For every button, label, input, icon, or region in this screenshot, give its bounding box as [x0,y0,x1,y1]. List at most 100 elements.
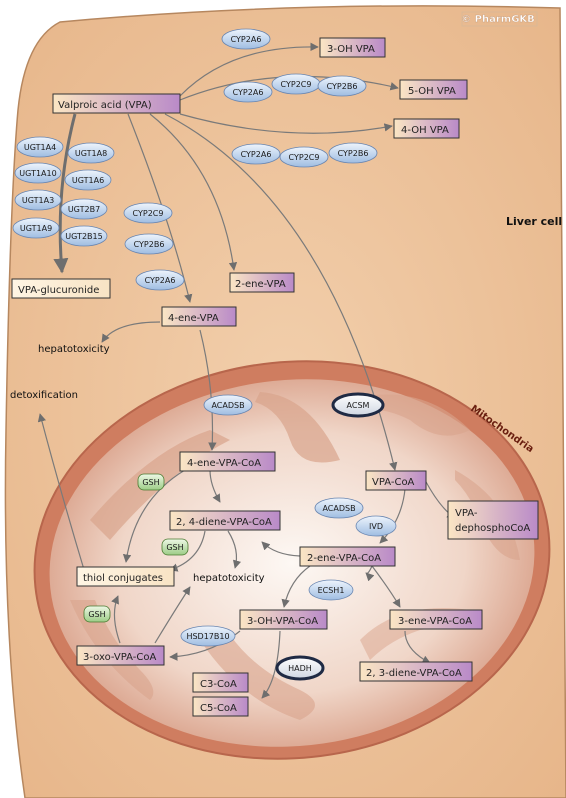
enzyme-acadsb[interactable]: ACADSB [314,497,364,519]
enzyme-cyp2c9[interactable]: CYP2C9 [279,146,329,168]
enzyme-cyp2a6[interactable]: CYP2A6 [221,28,271,50]
enzyme-acsm[interactable]: ACSM [331,392,385,418]
svg-text:2-ene-VPA: 2-ene-VPA [235,279,286,290]
enzyme-ugt2b7[interactable]: UGT2B7 [60,198,108,220]
svg-text:ACADSB: ACADSB [211,401,244,410]
enzyme-cyp2c9[interactable]: CYP2C9 [271,73,321,95]
svg-text:UGT1A3: UGT1A3 [22,196,54,205]
compound-2-3-diene-vpa-coa[interactable]: 2, 3-diene-VPA-CoA [359,661,473,682]
enzyme-ugt1a10[interactable]: UGT1A10 [14,162,62,184]
svg-text:HADH: HADH [288,664,312,673]
compound-vpa-glucuronide[interactable]: VPA-glucuronide [11,278,111,299]
enzyme-ugt1a3[interactable]: UGT1A3 [14,189,62,211]
svg-text:GSH: GSH [88,610,105,619]
svg-text:C5-CoA: C5-CoA [200,703,237,714]
compound-3-oh-vpa[interactable]: 3-OH VPA [319,37,386,58]
svg-text:UGT1A9: UGT1A9 [20,224,52,233]
compound-2-4-diene-vpa-coa[interactable]: 2, 4-diene-VPA-CoA [169,510,281,531]
svg-text:dephosphoCoA: dephosphoCoA [455,523,530,534]
compound-thiol-conjugates[interactable]: thiol conjugates [76,566,175,587]
svg-text:ACADSB: ACADSB [322,504,355,513]
svg-text:VPA-: VPA- [455,508,478,519]
compound-c5-coa[interactable]: C5-CoA [192,696,249,717]
compound-vpa-coa[interactable]: VPA-CoA [365,470,427,491]
cofactor-gsh[interactable]: GSH [83,605,111,623]
compound-4-ene-vpa[interactable]: 4-ene-VPA [161,306,237,327]
svg-text:CYP2A6: CYP2A6 [145,276,176,285]
svg-text:CYP2A6: CYP2A6 [241,150,272,159]
svg-text:C3-CoA: C3-CoA [200,679,237,690]
crista [255,392,340,463]
svg-text:IVD: IVD [369,522,383,531]
enzyme-cyp2b6[interactable]: CYP2B6 [317,75,367,97]
enzyme-cyp2a6[interactable]: CYP2A6 [135,269,185,291]
svg-text:CYP2B6: CYP2B6 [338,149,369,158]
compound-3-oxo-vpa-coa[interactable]: 3-oxo-VPA-CoA [76,645,165,666]
compound-5-oh-vpa[interactable]: 5-OH VPA [399,79,468,100]
svg-text:3-ene-VPA-CoA: 3-ene-VPA-CoA [398,616,472,627]
watermark: © PharmGKB [461,14,535,25]
svg-text:CYP2A6: CYP2A6 [233,88,264,97]
enzyme-cyp2a6[interactable]: CYP2A6 [223,81,273,103]
svg-text:UGT1A10: UGT1A10 [19,169,56,178]
svg-text:4-ene-VPA: 4-ene-VPA [168,313,219,324]
compound-3-ene-vpa-coa[interactable]: 3-ene-VPA-CoA [389,609,483,630]
enzyme-ugt1a6[interactable]: UGT1A6 [64,169,112,191]
svg-text:CYP2C9: CYP2C9 [289,153,320,162]
cofactor-gsh[interactable]: GSH [161,538,189,556]
svg-text:CYP2B6: CYP2B6 [327,82,358,91]
enzyme-ivd[interactable]: IVD [355,515,397,537]
svg-text:UGT1A4: UGT1A4 [24,143,56,152]
svg-text:3-OH-VPA-CoA: 3-OH-VPA-CoA [247,616,318,627]
svg-text:GSH: GSH [142,478,159,487]
enzyme-acadsb[interactable]: ACADSB [203,394,253,416]
crista [200,635,315,720]
enzyme-ugt1a9[interactable]: UGT1A9 [12,217,60,239]
svg-text:2, 3-diene-VPA-CoA: 2, 3-diene-VPA-CoA [366,668,462,679]
crista [375,394,470,436]
enzyme-hadh[interactable]: HADH [275,655,325,681]
svg-text:UGT2B15: UGT2B15 [65,232,102,241]
svg-text:VPA-glucuronide: VPA-glucuronide [18,285,99,296]
svg-text:3-OH VPA: 3-OH VPA [327,44,375,55]
detoxification-label: detoxification [10,390,78,401]
compound-3-oh-vpa-coa[interactable]: 3-OH-VPA-CoA [239,609,328,630]
enzyme-cyp2a6[interactable]: CYP2A6 [231,143,281,165]
compound-2-ene-vpa[interactable]: 2-ene-VPA [229,272,295,293]
svg-text:2-ene-VPA-CoA: 2-ene-VPA-CoA [307,553,381,564]
enzyme-cyp2c9[interactable]: CYP2C9 [123,202,173,224]
hepatotoxicity-label-1: hepatotoxicity [38,344,110,355]
compound-2-ene-vpa-coa[interactable]: 2-ene-VPA-CoA [299,546,396,567]
svg-text:Valproic acid (VPA): Valproic acid (VPA) [58,100,152,111]
enzyme-hsd17b10[interactable]: HSD17B10 [180,625,236,647]
enzyme-cyp2b6[interactable]: CYP2B6 [124,233,174,255]
svg-text:thiol conjugates: thiol conjugates [83,573,163,584]
compound-vpa[interactable]: Valproic acid (VPA) [52,93,181,114]
svg-text:HSD17B10: HSD17B10 [186,632,229,641]
hepatotoxicity-label-2: hepatotoxicity [193,573,265,584]
compound-c3-coa[interactable]: C3-CoA [192,672,249,693]
svg-text:2, 4-diene-VPA-CoA: 2, 4-diene-VPA-CoA [176,517,272,528]
svg-text:4-ene-VPA-CoA: 4-ene-VPA-CoA [187,458,261,469]
svg-text:5-OH VPA: 5-OH VPA [408,86,456,97]
enzyme-cyp2b6[interactable]: CYP2B6 [328,142,378,164]
enzyme-ugt2b15[interactable]: UGT2B15 [60,225,108,247]
svg-text:CYP2B6: CYP2B6 [134,240,165,249]
cofactor-gsh[interactable]: GSH [137,473,165,491]
compound-4-oh-vpa[interactable]: 4-OH VPA [393,118,460,139]
svg-text:CYP2C9: CYP2C9 [281,80,312,89]
svg-text:ACSM: ACSM [347,401,370,410]
svg-text:4-OH VPA: 4-OH VPA [401,125,449,136]
svg-text:GSH: GSH [166,543,183,552]
enzyme-ecsh1[interactable]: ECSH1 [308,579,354,601]
compound-vpa-dephosphocoa[interactable]: VPA- dephosphoCoA [447,500,539,540]
svg-text:CYP2A6: CYP2A6 [231,35,262,44]
enzyme-ugt1a4[interactable]: UGT1A4 [16,136,64,158]
liver-cell-label: Liver cell [506,215,562,228]
enzyme-ugt1a8[interactable]: UGT1A8 [67,142,115,164]
enzymes: CYP2A6 CYP2A6 CYP2C9 CYP2B6 CYP2A6 CYP2C… [12,28,397,681]
compound-4-ene-vpa-coa[interactable]: 4-ene-VPA-CoA [179,451,276,472]
svg-text:VPA-CoA: VPA-CoA [372,477,415,488]
svg-text:UGT1A6: UGT1A6 [72,176,104,185]
